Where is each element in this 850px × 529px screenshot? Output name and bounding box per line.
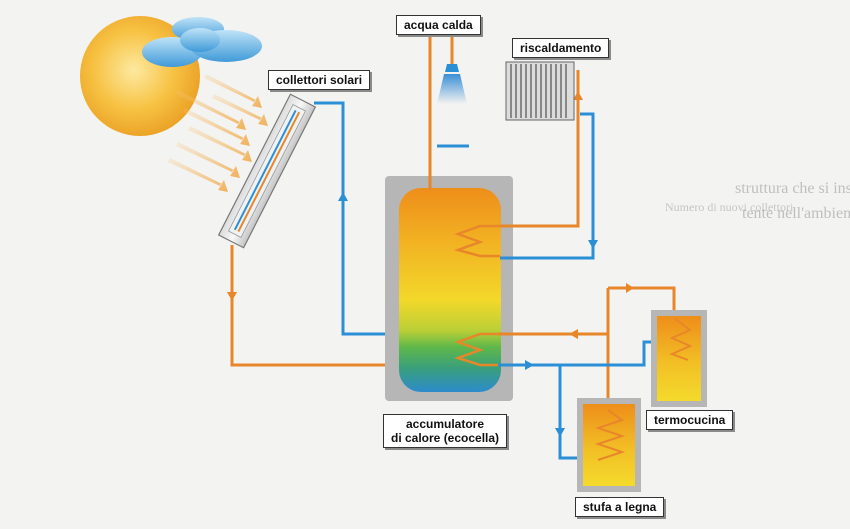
wood-stove-coil [594, 409, 626, 461]
wood-stove-label: stufa a legna [575, 497, 665, 517]
radiator-icon [505, 61, 575, 121]
accumulator-tank [399, 188, 501, 392]
flow-arrow-icon [338, 192, 348, 201]
flow-arrow-icon [569, 329, 578, 339]
solar-collector-panel [217, 93, 317, 249]
bleed-through-text-1: struttura che si inserisce n [735, 180, 850, 197]
cloud-icon [142, 17, 262, 67]
hot-water-label: acqua calda [396, 15, 481, 35]
wood-stove-tank [583, 404, 635, 486]
sun-rays [168, 74, 268, 192]
flow-arrow-icon [588, 240, 598, 249]
hot-water-pipes [428, 28, 454, 190]
accumulator-label-line1: accumulatore [406, 417, 485, 431]
bleed-through-text-3: Numero di nuovi collettori [665, 200, 794, 214]
bleed-through-text-2: tente nell'ambiente natura [742, 205, 850, 222]
shower-icon [437, 64, 467, 104]
flow-arrow-icon [227, 292, 237, 301]
heating-label: riscaldamento [512, 38, 610, 58]
heating-coil [453, 70, 595, 260]
flow-arrow-icon [555, 428, 565, 437]
accumulator-label: accumulatore di calore (ecocella) [383, 414, 508, 448]
solar-collectors-label: collettori solari [268, 70, 371, 90]
flow-arrow-icon [626, 283, 634, 293]
kitchen-stove-tank [657, 316, 701, 401]
accumulator-label-line2: di calore (ecocella) [391, 431, 500, 445]
flow-arrow-icon [525, 360, 534, 370]
kitchen-stove-coil [669, 317, 693, 361]
flow-arrow-icon [573, 91, 583, 100]
kitchen-stove-label: termocucina [646, 410, 734, 430]
